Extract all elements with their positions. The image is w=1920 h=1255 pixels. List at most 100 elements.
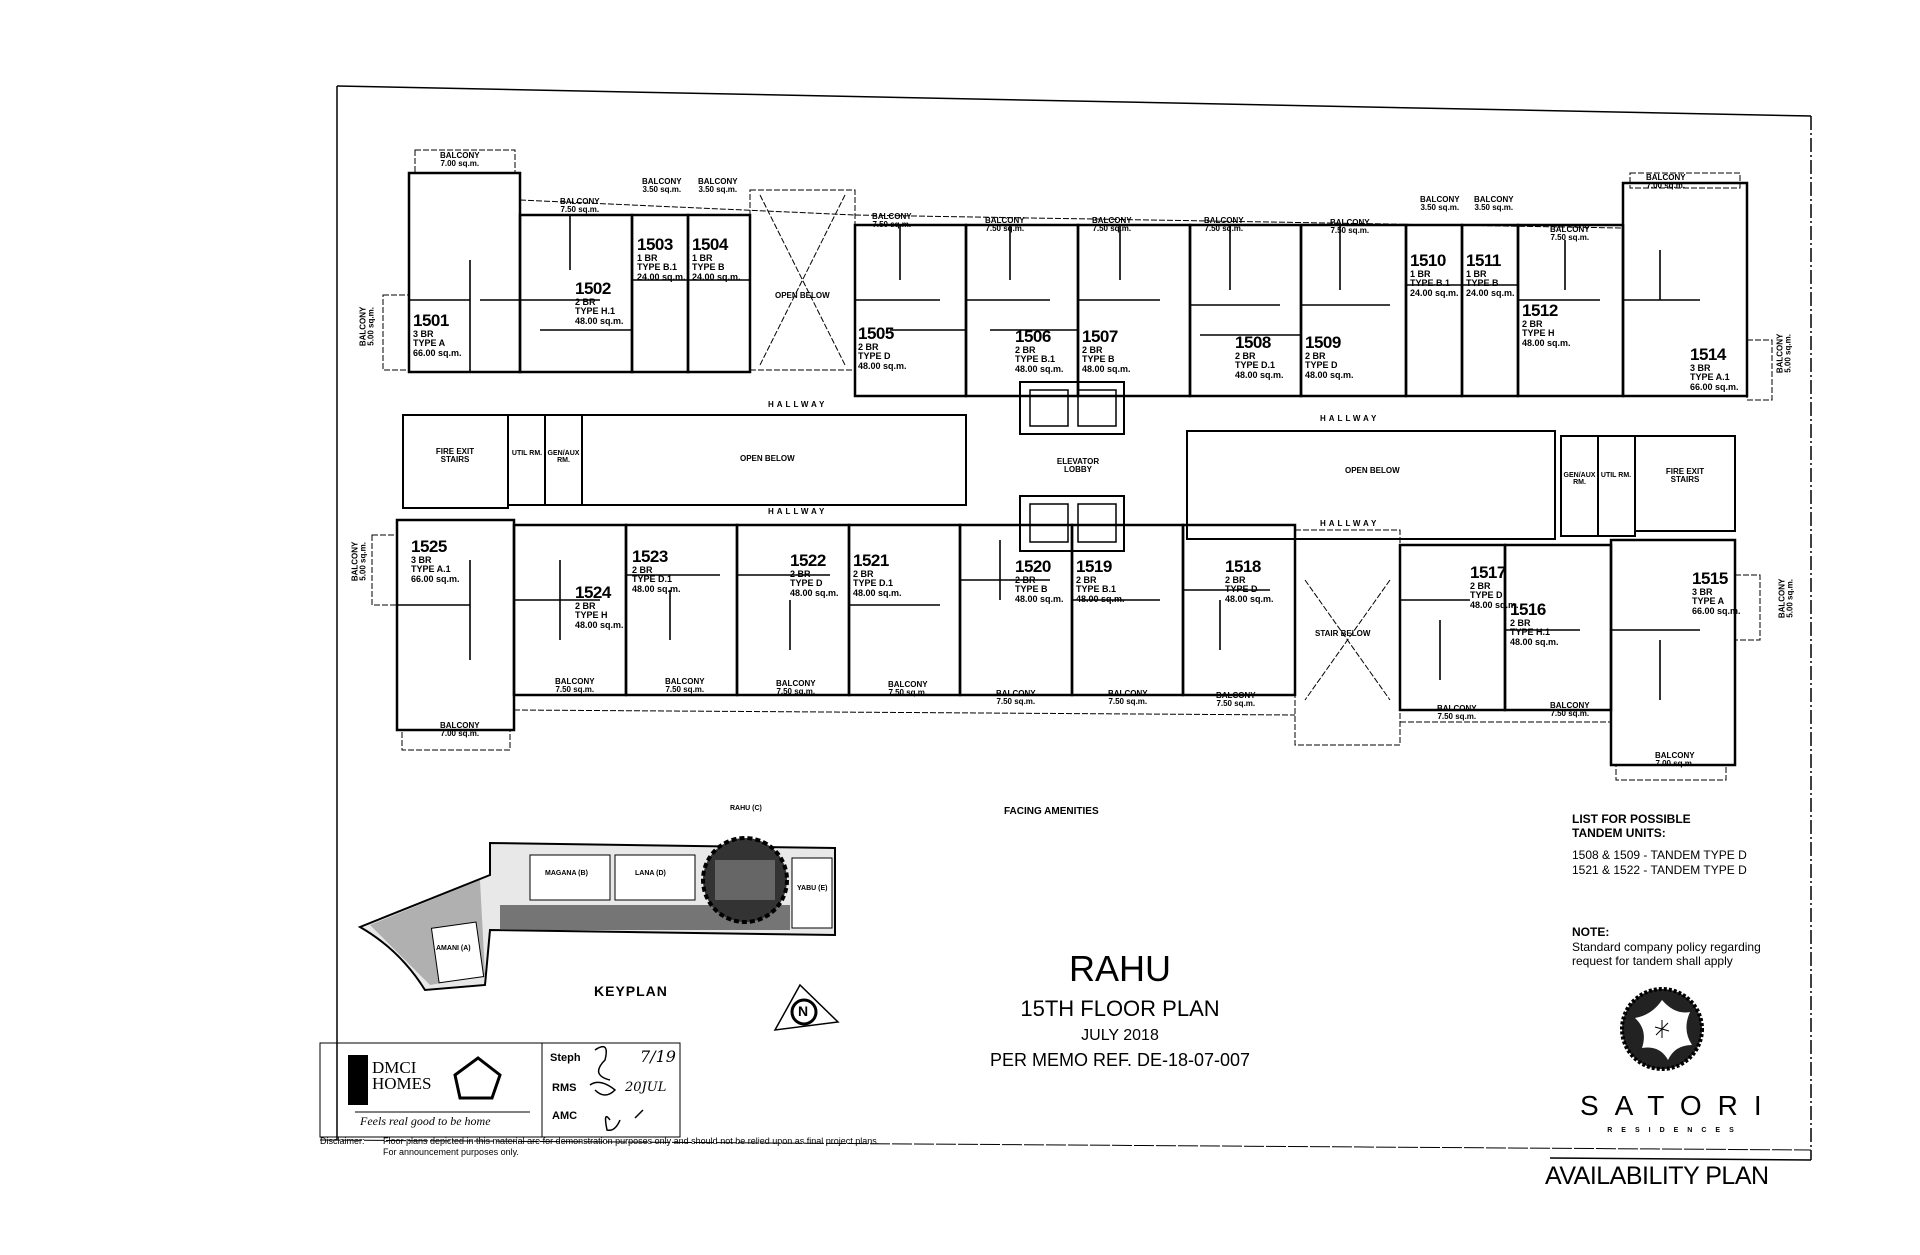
balcony-area: 7.50 sq.m.	[1108, 697, 1148, 707]
unit-br: 2 BR	[1015, 344, 1036, 355]
bottom-interior-walls	[397, 540, 1700, 700]
fire-exit-stairs-label: FIRE EXIT STAIRS	[1665, 467, 1705, 485]
unit-type: TYPE A	[413, 338, 446, 349]
unit-br: 1 BR	[692, 252, 713, 263]
unit-area: 24.00 sq.m.	[1466, 287, 1515, 298]
unit-br: 3 BR	[411, 554, 432, 565]
balcony-area: 7.00 sq.m.	[1655, 759, 1695, 769]
unit-type: TYPE B.1	[637, 262, 678, 273]
balcony-label: BALCONY	[642, 177, 682, 186]
balcony-area: 7.50 sq.m.	[1204, 224, 1244, 234]
top-balcony-outlines	[382, 149, 1773, 401]
balcony-label: BALCONY	[1108, 689, 1148, 698]
availability-plan-label: AVAILABILITY PLAN	[1545, 1162, 1769, 1190]
balcony-label: BALCONY	[440, 151, 480, 160]
unit-br: 1 BR	[1410, 268, 1431, 279]
balcony-area: 7.50 sq.m.	[1330, 226, 1370, 236]
unit-type: TYPE A	[1692, 596, 1725, 607]
balcony-label: BALCONY	[665, 677, 705, 686]
signoff-label: RMS	[552, 1082, 577, 1094]
unit-number: 1524	[575, 583, 611, 602]
balcony-area: 7.50 sq.m.	[665, 685, 705, 695]
brand-subtitle: RESIDENCES	[1607, 1127, 1743, 1134]
tandem-item: 1521 & 1522 - TANDEM TYPE D	[1572, 863, 1747, 877]
balcony-area: 7.50 sq.m.	[776, 687, 816, 697]
balcony-label: BALCONY	[698, 177, 738, 186]
balcony-label: BALCONY	[1420, 195, 1460, 204]
balcony-label: BALCONY	[1092, 216, 1132, 225]
unit-type: TYPE B.1	[1076, 584, 1117, 595]
unit-number: 1525	[411, 537, 447, 556]
balcony-label: BALCONY	[985, 216, 1025, 225]
unit-br: 2 BR	[858, 341, 879, 352]
disclaimer-text: Floor plans depicted in this material ar…	[383, 1136, 880, 1146]
unit-number: 1523	[632, 547, 668, 566]
unit-type: TYPE D.1	[632, 574, 673, 585]
note-heading: NOTE:	[1572, 925, 1610, 939]
util-room-label: UTIL RM.	[511, 450, 543, 457]
unit-area: 66.00 sq.m.	[1690, 381, 1739, 392]
unit-type: TYPE B	[1082, 354, 1115, 365]
unit-br: 1 BR	[637, 252, 658, 263]
unit-br: 2 BR	[575, 296, 596, 307]
balcony-area: 5.00 sq.m.	[1785, 579, 1795, 618]
unit-type: TYPE D	[790, 578, 823, 589]
unit-area: 48.00 sq.m.	[632, 583, 681, 594]
unit-area: 48.00 sq.m.	[575, 619, 624, 630]
balcony-area: 3.50 sq.m.	[698, 185, 738, 195]
unit-number: 1509	[1305, 333, 1341, 352]
unit-number: 1502	[575, 279, 611, 298]
balcony-area: 5.00 sq.m.	[1783, 334, 1793, 373]
balcony-area: 7.50 sq.m.	[888, 688, 928, 698]
balcony-area: 5.00 sq.m.	[358, 542, 368, 581]
unit-type: TYPE H	[575, 610, 608, 621]
unit-area: 66.00 sq.m.	[1692, 605, 1741, 616]
unit-type: TYPE B.1	[1410, 278, 1451, 289]
unit-number: 1506	[1015, 327, 1051, 346]
balcony-label: BALCONY	[872, 212, 912, 221]
keyplan-building-magana: MAGANA (B)	[545, 870, 588, 877]
unit-area: 48.00 sq.m.	[853, 587, 902, 598]
unit-br: 2 BR	[790, 568, 811, 579]
unit-type: TYPE D.1	[1235, 360, 1276, 371]
balcony-area: 7.00 sq.m.	[440, 729, 480, 739]
balcony-label: BALCONY	[555, 677, 595, 686]
keyplan-building-amani: AMANI (A)	[436, 945, 471, 952]
balcony-area: 7.50 sq.m.	[985, 224, 1025, 234]
unit-area: 48.00 sq.m.	[1082, 363, 1131, 374]
unit-br: 2 BR	[1235, 350, 1256, 361]
